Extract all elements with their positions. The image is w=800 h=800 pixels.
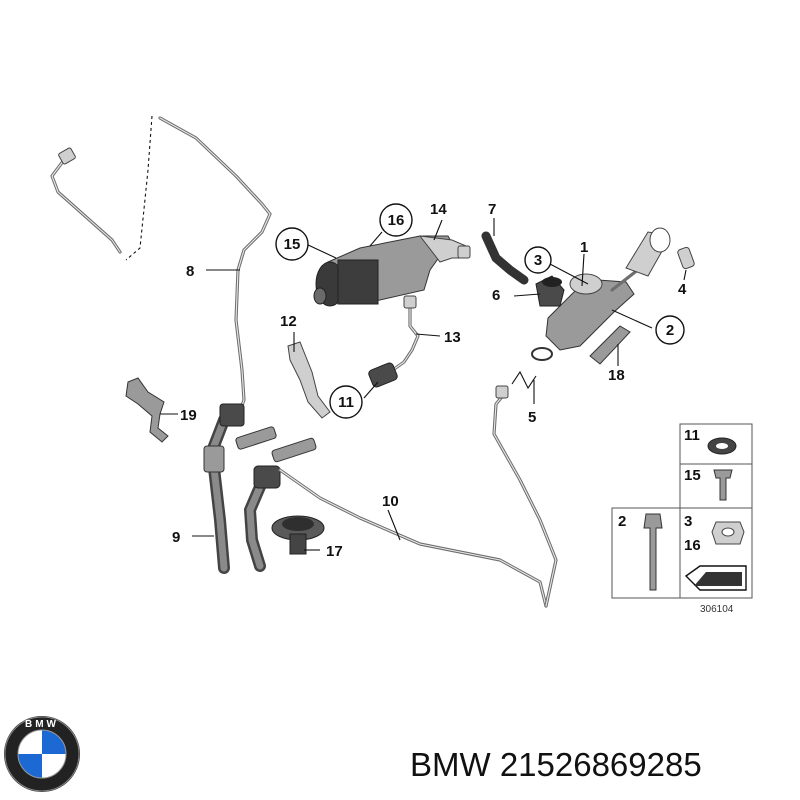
part-10-pipe [278, 385, 558, 608]
callout-18: 18 [608, 367, 625, 384]
bmw-logo: BMW [4, 716, 80, 792]
parts-legend: 11 15 2 3 16 306104 [611, 423, 753, 615]
callout-11: 11 [338, 394, 354, 411]
callout-19: 19 [180, 407, 197, 424]
part-8-pipe [50, 115, 272, 418]
legend-2: 2 [618, 513, 626, 530]
part-17-grommet [271, 515, 325, 555]
part-5-clip [511, 370, 537, 390]
part-7-hose [481, 231, 529, 285]
part-19-bracket [125, 377, 169, 443]
callout-17: 17 [326, 543, 343, 560]
part-14-slave-cylinder [313, 235, 471, 307]
callout-6: 6 [492, 287, 500, 304]
part-4-pin [677, 246, 695, 270]
part-1-master-cylinder [531, 227, 671, 361]
part-18-clip [589, 325, 631, 365]
part-12-bracket [287, 341, 331, 419]
leader-lines [160, 218, 687, 551]
legend-11: 11 [684, 427, 700, 444]
bmw-logo-letters: BMW [25, 719, 59, 730]
callout-13: 13 [444, 329, 461, 346]
callout-2-ring [655, 315, 685, 345]
part-13-pipe [368, 295, 420, 388]
legend-3: 3 [684, 513, 692, 530]
callout-4: 4 [678, 281, 687, 298]
callout-5: 5 [528, 409, 536, 426]
legend-16: 16 [684, 537, 701, 554]
legend-15: 15 [684, 467, 701, 484]
callout-7: 7 [488, 201, 496, 218]
callout-16: 16 [388, 212, 405, 229]
callout-14: 14 [430, 201, 447, 218]
callout-11-ring [329, 385, 363, 419]
callout-3: 3 [534, 252, 542, 269]
part-9-hoses [203, 403, 317, 574]
part-number: BMW 21526869285 [410, 746, 702, 783]
part-6-rubber-boot [535, 275, 565, 307]
callout-15-ring [275, 227, 309, 261]
callouts: 1 2 3 4 5 6 7 8 9 10 11 12 13 14 15 16 1… [172, 201, 687, 560]
callout-2: 2 [666, 322, 674, 339]
callout-3-ring [524, 246, 552, 274]
callout-9: 9 [172, 529, 180, 546]
callout-15: 15 [284, 236, 301, 253]
callout-10: 10 [382, 493, 399, 510]
callout-12: 12 [280, 313, 297, 330]
callout-16-ring [379, 203, 413, 237]
legend-ref: 306104 [700, 604, 734, 615]
callout-1: 1 [580, 239, 588, 256]
callout-8: 8 [186, 263, 194, 280]
